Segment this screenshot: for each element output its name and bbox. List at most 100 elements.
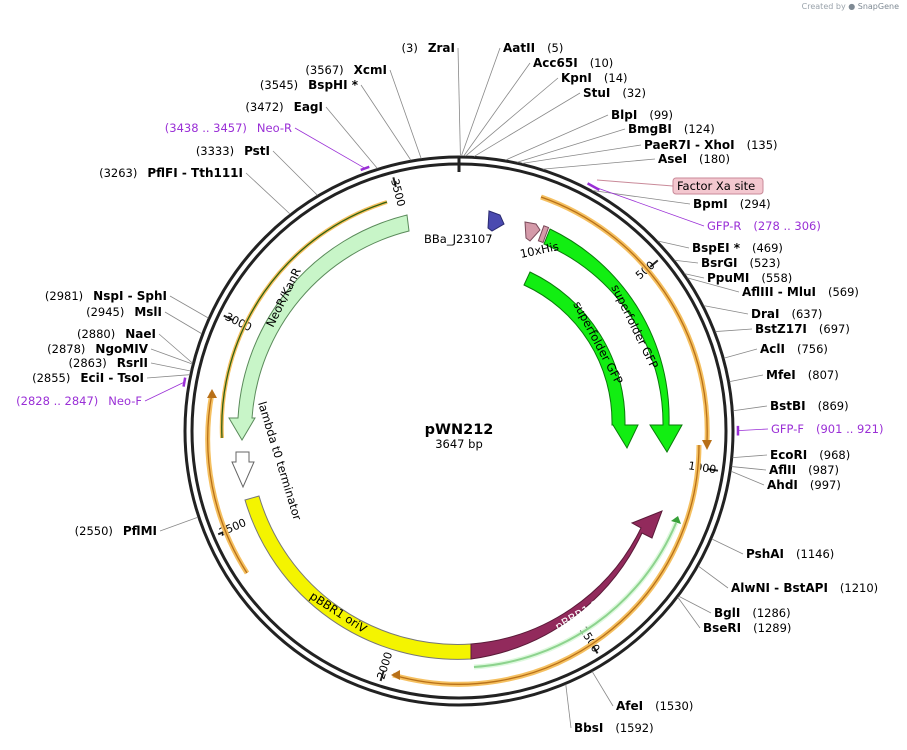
site-name: BseRI	[703, 621, 741, 635]
site-position: (32)	[622, 86, 646, 100]
site-position: (1592)	[615, 721, 653, 735]
plasmid-name: pWN212	[425, 422, 494, 438]
site-position: (2981)	[45, 289, 83, 303]
orf-left-arrowhead	[207, 389, 217, 398]
site-leader	[724, 348, 758, 359]
site-name: BpmI	[693, 197, 728, 211]
primer-mark	[586, 182, 600, 191]
site-leader	[158, 333, 193, 364]
site-position: (569)	[828, 285, 859, 299]
site-leader	[565, 684, 572, 729]
credit-label: Created by ● SnapGene	[802, 2, 899, 11]
site-name: PflMI	[123, 524, 157, 538]
site-position: (558)	[761, 271, 792, 285]
factor-xa-box	[672, 177, 764, 195]
site-position: (869)	[818, 399, 849, 413]
tick-label: 3500	[388, 178, 408, 208]
tick-mark	[649, 259, 659, 268]
rep-shape	[470, 510, 663, 660]
site-name: StuI	[583, 86, 610, 100]
his-tag-label: 10xHis	[519, 239, 560, 261]
site-name: BmgBI	[628, 122, 672, 136]
site-position: (10)	[590, 56, 614, 70]
site-leader	[677, 597, 701, 629]
sfgfp-inner-shape	[523, 271, 639, 450]
primer-mark	[182, 377, 187, 387]
snapgene-logo-icon: ●	[848, 2, 856, 11]
site-name: RsrII	[117, 356, 148, 370]
sfgfp-outer-shape	[543, 228, 683, 453]
site-position: (637)	[791, 307, 822, 321]
credit-prefix: Created by	[801, 2, 846, 11]
his-tag-connector	[537, 225, 550, 244]
primer-range: (278 .. 306)	[753, 219, 821, 233]
site-position: (469)	[752, 241, 783, 255]
site-name: BsrGI	[701, 256, 738, 270]
primer-name: GFP-F	[771, 422, 804, 436]
tick-mark	[223, 314, 234, 321]
site-name: BspHI *	[308, 78, 359, 92]
site-leader	[465, 77, 559, 157]
site-name: NspI - SphI	[93, 289, 167, 303]
site-name: BstZ17I	[755, 322, 807, 336]
site-position: (807)	[808, 368, 839, 382]
primer-name: Neo-R	[257, 121, 292, 135]
sfgfp-outer-label: superfolder GFP	[608, 282, 661, 371]
site-leader	[678, 595, 712, 614]
site-name: XcmI	[354, 63, 387, 77]
site-position: (3472)	[245, 100, 283, 114]
site-position: (987)	[808, 463, 839, 477]
plasmid-size: 3647 bp	[435, 437, 483, 451]
credit-brand: SnapGene	[857, 2, 899, 11]
site-position: (968)	[819, 448, 850, 462]
site-position: (1286)	[752, 606, 790, 620]
site-name: BlpI	[611, 108, 637, 122]
his-tag-arrow	[524, 221, 541, 242]
primer-range: (2828 .. 2847)	[16, 394, 98, 408]
site-leader	[272, 150, 318, 196]
neo-shape	[228, 214, 410, 441]
site-leader	[169, 295, 209, 319]
site-name: MfeI	[766, 368, 796, 382]
site-name: AclI	[760, 342, 785, 356]
site-position: (2880)	[77, 327, 115, 341]
site-leader	[730, 470, 765, 486]
site-position: (3545)	[260, 78, 298, 92]
site-leader	[463, 62, 531, 157]
factor-xa-leader	[596, 179, 674, 187]
primer-leader	[593, 186, 705, 227]
site-position: (3263)	[99, 166, 137, 180]
tick-label: 2000	[374, 650, 395, 681]
site-leader	[732, 454, 768, 459]
site-leader	[460, 47, 501, 157]
site-position: (1530)	[655, 699, 693, 713]
sfgfp-inner-label: superfolder GFP	[570, 299, 626, 387]
site-leader	[505, 114, 609, 161]
site-name: PstI	[244, 144, 270, 158]
primer-name: GFP-R	[707, 219, 741, 233]
site-position: (697)	[819, 322, 850, 336]
site-position: (124)	[684, 122, 715, 136]
site-position: (2945)	[86, 305, 124, 319]
site-position: (5)	[547, 41, 563, 55]
promoter-label: BBa_J23107	[424, 232, 493, 246]
site-position: (997)	[810, 478, 841, 492]
site-name: EagI	[294, 100, 323, 114]
site-name: Acc65I	[533, 56, 578, 70]
site-leader	[711, 538, 744, 555]
terminator-shape	[231, 451, 255, 489]
site-name: MslI	[134, 305, 162, 319]
primers-layer: Neo-R(3438 .. 3457)Neo-F(2828 .. 2847)GF…	[16, 121, 883, 436]
tick-mark	[392, 177, 397, 188]
orf-arc-rep-line	[392, 444, 700, 685]
site-leader	[245, 172, 291, 215]
site-leader	[389, 69, 422, 159]
site-leader	[146, 374, 190, 379]
site-leader	[703, 305, 749, 315]
tick-label: 1000	[687, 459, 717, 476]
factor-xa-label: Factor Xa site	[677, 179, 755, 193]
site-name: KpnI	[561, 71, 592, 85]
site-position: (99)	[649, 108, 673, 122]
site-position: (3567)	[305, 63, 343, 77]
site-name: NgoMIV	[95, 342, 148, 356]
